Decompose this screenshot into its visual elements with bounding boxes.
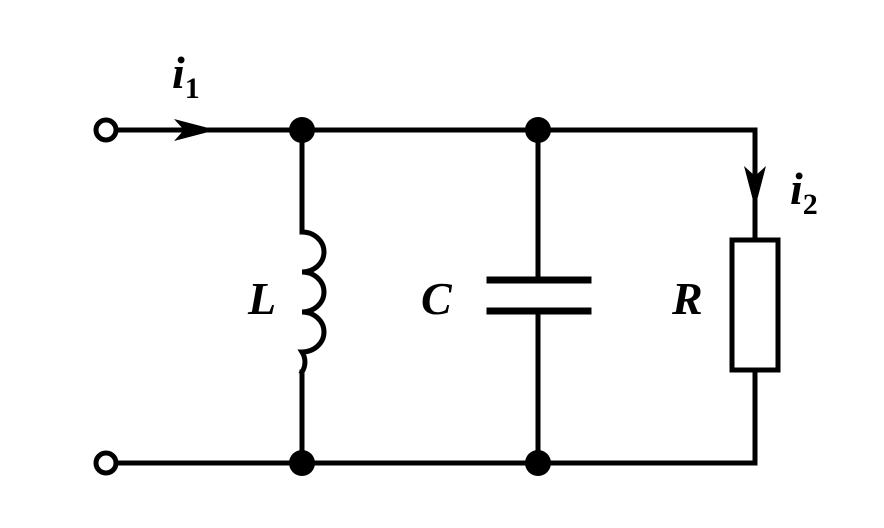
junction-dot: [289, 117, 315, 143]
junction-dot: [525, 117, 551, 143]
junction-dot: [289, 450, 315, 476]
resistor-label: R: [671, 273, 703, 324]
capacitor: [486, 127, 592, 466]
current-i1-subscript: 1: [185, 72, 200, 105]
current-arrow-down-icon: [744, 166, 766, 208]
input-terminal-top: [93, 117, 119, 143]
capacitor-label: C: [421, 273, 453, 324]
current-i2-label: i2: [790, 163, 818, 221]
inductor: [297, 127, 327, 466]
inductor-coil: [297, 229, 327, 376]
current-i1-label: i1: [172, 47, 200, 105]
current-i1-symbol: i: [172, 47, 185, 98]
top-rail-wire: [112, 127, 758, 243]
junction-dot: [525, 450, 551, 476]
inductor-label: L: [247, 273, 276, 324]
current-i2-symbol: i: [790, 163, 803, 214]
current-i2-subscript: 2: [803, 188, 818, 221]
bottom-rail-wire: [112, 367, 758, 466]
input-terminal-bottom: [93, 450, 119, 476]
resistor: [729, 237, 781, 373]
current-arrow-right-icon: [174, 119, 216, 141]
